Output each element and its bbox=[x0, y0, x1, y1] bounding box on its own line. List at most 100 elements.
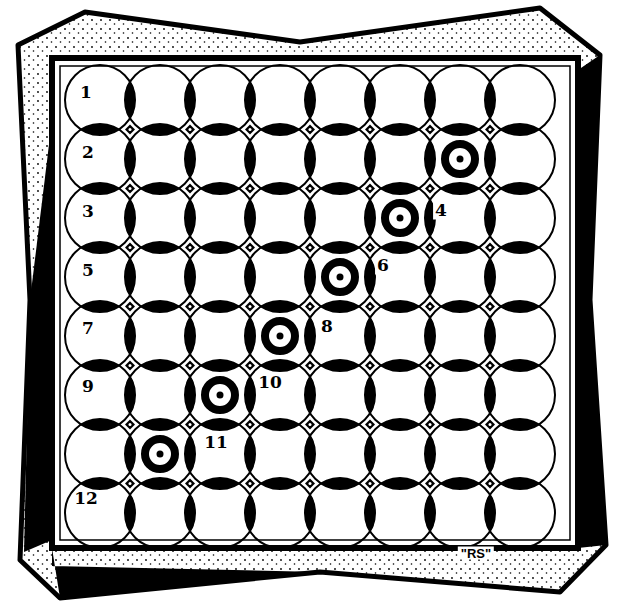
corner-dot bbox=[245, 125, 255, 135]
corner-dot bbox=[185, 184, 195, 194]
callout-number: 10 bbox=[256, 373, 284, 392]
target-ring bbox=[445, 144, 475, 174]
corner-dot-center bbox=[489, 482, 492, 485]
corner-dot-center bbox=[369, 187, 372, 190]
target-dot bbox=[457, 156, 464, 163]
board-inner-line bbox=[60, 66, 570, 540]
corner-dot-center bbox=[189, 128, 192, 131]
corner-dot-center bbox=[249, 305, 252, 308]
target-ring bbox=[205, 380, 235, 410]
corner-dot bbox=[485, 361, 495, 371]
corner-dot-center bbox=[489, 364, 492, 367]
corner-dot bbox=[125, 479, 135, 489]
corner-dot bbox=[185, 243, 195, 253]
row-number: 9 bbox=[80, 377, 96, 396]
callout-number: 11 bbox=[202, 433, 230, 452]
callout-number: 4 bbox=[433, 201, 449, 220]
corner-dot-center bbox=[309, 187, 312, 190]
row-number: 3 bbox=[80, 202, 96, 221]
target-markers bbox=[140, 139, 480, 474]
corner-dot bbox=[305, 420, 315, 430]
corner-dot-center bbox=[369, 305, 372, 308]
corner-dot-center bbox=[309, 128, 312, 131]
corner-dot bbox=[485, 479, 495, 489]
corner-dot bbox=[425, 420, 435, 430]
corner-dot-center bbox=[189, 482, 192, 485]
corner-dot-center bbox=[249, 187, 252, 190]
target-ring bbox=[265, 321, 295, 351]
corner-dot bbox=[245, 361, 255, 371]
circle-grid bbox=[65, 65, 555, 548]
corner-dot-center bbox=[129, 423, 132, 426]
corner-dot bbox=[365, 184, 375, 194]
corner-dot-center bbox=[429, 423, 432, 426]
corner-dot bbox=[125, 184, 135, 194]
corner-dot-center bbox=[249, 246, 252, 249]
corner-dot-center bbox=[429, 482, 432, 485]
row-number: 1 bbox=[78, 83, 94, 102]
corner-dot-center bbox=[249, 482, 252, 485]
corner-dot-center bbox=[249, 128, 252, 131]
corner-dot-center bbox=[129, 246, 132, 249]
corner-dot bbox=[485, 420, 495, 430]
corner-dot bbox=[185, 302, 195, 312]
corner-dot bbox=[425, 361, 435, 371]
target-ground bbox=[260, 316, 300, 356]
target-ring bbox=[145, 439, 175, 469]
corner-dot bbox=[245, 420, 255, 430]
corner-dot bbox=[125, 420, 135, 430]
corner-dot bbox=[125, 243, 135, 253]
corner-dot-center bbox=[429, 187, 432, 190]
corner-dot bbox=[305, 125, 315, 135]
corner-dot bbox=[365, 125, 375, 135]
target-dot bbox=[397, 215, 404, 222]
corner-dot-center bbox=[309, 305, 312, 308]
corner-dot-center bbox=[309, 364, 312, 367]
corner-dot bbox=[245, 184, 255, 194]
corner-dot-center bbox=[429, 128, 432, 131]
corner-dot bbox=[365, 302, 375, 312]
corner-dot bbox=[245, 243, 255, 253]
corner-dot bbox=[485, 184, 495, 194]
corner-dot-center bbox=[489, 305, 492, 308]
corner-dot-center bbox=[369, 364, 372, 367]
corner-dot bbox=[425, 243, 435, 253]
corner-dot bbox=[305, 479, 315, 489]
frame-card bbox=[18, 8, 606, 598]
corner-dot-center bbox=[309, 423, 312, 426]
corner-dot-center bbox=[489, 128, 492, 131]
corner-dot-center bbox=[369, 482, 372, 485]
corner-dot bbox=[305, 184, 315, 194]
target-ground bbox=[440, 139, 480, 179]
corner-dot bbox=[425, 125, 435, 135]
corner-dot bbox=[305, 302, 315, 312]
frame-shadow bbox=[24, 120, 52, 552]
corner-dot bbox=[185, 420, 195, 430]
target-dot bbox=[217, 392, 224, 399]
corner-dot bbox=[365, 420, 375, 430]
target-dot bbox=[277, 333, 284, 340]
corner-dot-center bbox=[429, 305, 432, 308]
corner-dot-center bbox=[489, 187, 492, 190]
corner-dot bbox=[185, 125, 195, 135]
row-number: 2 bbox=[80, 143, 96, 162]
corner-dot-center bbox=[309, 482, 312, 485]
corner-dot bbox=[245, 479, 255, 489]
row-number: 7 bbox=[80, 319, 96, 338]
callout-number: 8 bbox=[319, 317, 335, 336]
target-dot bbox=[157, 451, 164, 458]
corner-dot bbox=[365, 479, 375, 489]
corner-dot-center bbox=[249, 364, 252, 367]
corner-dot bbox=[125, 361, 135, 371]
corner-dot-center bbox=[369, 246, 372, 249]
target-ring bbox=[325, 262, 355, 292]
callout-number: 6 bbox=[375, 256, 391, 275]
corner-dot-center bbox=[129, 305, 132, 308]
corner-dot bbox=[305, 243, 315, 253]
corner-dot-center bbox=[369, 128, 372, 131]
target-ring bbox=[385, 203, 415, 233]
corner-dot bbox=[245, 302, 255, 312]
signature: "RS" bbox=[458, 547, 494, 560]
corner-dot-center bbox=[429, 246, 432, 249]
